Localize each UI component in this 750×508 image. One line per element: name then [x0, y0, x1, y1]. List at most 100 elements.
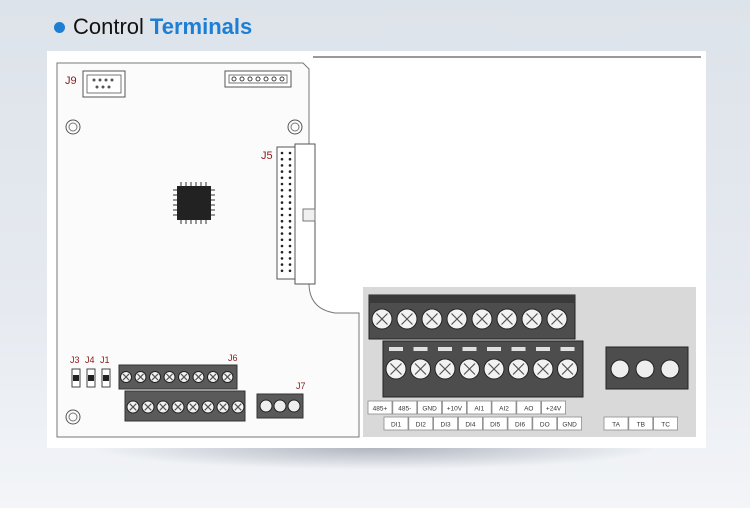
terminal-label-box	[628, 416, 654, 431]
j5-connector	[276, 143, 316, 285]
terminal-label-box	[408, 416, 434, 431]
terminal-label-box	[367, 400, 393, 415]
screw-icon	[546, 308, 568, 330]
pin-icon	[288, 151, 292, 155]
pin-icon	[280, 170, 284, 173]
wire-slot	[487, 347, 501, 351]
screw-icon	[446, 308, 468, 330]
terminal-label-box	[383, 416, 409, 431]
terminal-label: DI1	[391, 422, 402, 429]
screw-icon	[434, 358, 456, 380]
screw-icon	[134, 371, 147, 383]
terminal-label-box	[482, 416, 508, 431]
terminal-label: AO	[524, 406, 533, 413]
screw-icon	[396, 308, 418, 330]
terminal-label: GND	[422, 406, 437, 413]
terminal-label: DO	[540, 422, 550, 429]
pin-icon	[280, 238, 284, 242]
wire-slot	[560, 347, 575, 351]
terminal-label-box	[441, 400, 467, 415]
mounting-hole-icon	[65, 409, 81, 425]
terminal-label: 485-	[398, 406, 411, 413]
screw-icon	[496, 308, 518, 330]
terminal-label: AI2	[499, 406, 509, 413]
jumper-block	[71, 368, 111, 388]
pin-icon	[288, 157, 292, 161]
screw-icon	[201, 400, 215, 414]
terminal-label-box	[491, 400, 517, 415]
wire-slot	[389, 347, 403, 351]
terminal-label: +10V	[447, 406, 463, 413]
screw-icon	[216, 400, 230, 414]
j3-label: J3	[70, 355, 80, 365]
terminal-label-box	[392, 400, 418, 415]
ic-chip	[173, 182, 215, 224]
pin-icon	[280, 188, 284, 192]
pin-icon	[280, 195, 284, 198]
screw-icon	[156, 400, 170, 414]
j7-label: J7	[296, 381, 306, 391]
terminal-label: GND	[562, 422, 577, 429]
wire-slot	[462, 347, 477, 351]
bullet-icon	[54, 21, 65, 33]
j9-label: J9	[65, 75, 77, 87]
pin-icon	[288, 164, 292, 167]
pin-icon	[288, 176, 292, 180]
pin-icon	[280, 263, 284, 266]
screw-icon	[186, 400, 200, 414]
screw-icon	[421, 308, 443, 330]
pin-icon	[280, 182, 284, 186]
screw-icon	[221, 371, 234, 383]
j7-terminal-block	[256, 393, 304, 419]
pin-icon	[288, 213, 292, 217]
screw-icon	[231, 400, 245, 414]
terminal-label: TA	[612, 422, 620, 429]
mounting-hole-icon	[287, 119, 303, 135]
screw-icon	[149, 371, 161, 383]
j1-label: J1	[100, 355, 110, 365]
pin-icon	[280, 257, 284, 260]
terminal-label: DI2	[416, 422, 427, 429]
page-header: Control Terminals	[54, 10, 252, 44]
j6-label: J6	[228, 353, 238, 363]
pin-icon	[280, 269, 284, 273]
j9-connector	[82, 70, 126, 98]
pin-icon	[288, 219, 292, 223]
mounting-hole-icon	[65, 119, 81, 135]
pin-icon	[280, 157, 284, 161]
terminal-label: AI1	[474, 406, 484, 413]
terminal-label-box	[541, 400, 567, 415]
terminal-label-box	[466, 400, 492, 415]
j6-terminal-block	[118, 364, 246, 422]
pin-icon	[288, 188, 292, 192]
terminal-label-box	[433, 416, 459, 431]
pin-icon	[280, 151, 284, 155]
pin-icon	[288, 195, 292, 198]
pin-icon	[288, 182, 292, 186]
terminal-label: DI6	[515, 422, 526, 429]
wire-slot	[438, 347, 452, 351]
pin-icon	[280, 176, 284, 180]
terminal-label: DI4	[465, 422, 476, 429]
wire-slot	[413, 347, 428, 351]
pin-icon	[280, 232, 284, 235]
terminal-label-box	[417, 400, 443, 415]
terminal-label-box	[516, 400, 542, 415]
terminal-label-box	[457, 416, 483, 431]
screw-icon	[557, 358, 578, 380]
pin-icon	[288, 232, 292, 235]
pin-icon	[280, 219, 284, 223]
pin-icon	[288, 238, 292, 242]
terminal-label: 485+	[373, 406, 388, 413]
screw-icon	[459, 358, 480, 380]
pin-icon	[280, 244, 284, 248]
header-title-accent: Terminals	[149, 14, 253, 39]
screw-icon	[207, 371, 219, 383]
pin-icon	[288, 263, 292, 266]
pin-header	[224, 70, 292, 88]
j4-label: J4	[85, 355, 95, 365]
diagram-panel: J9 J5 J3 J4 J1	[47, 51, 706, 448]
pin-icon	[280, 250, 284, 254]
screw-icon	[471, 308, 493, 330]
terminal-label: TB	[637, 422, 645, 429]
